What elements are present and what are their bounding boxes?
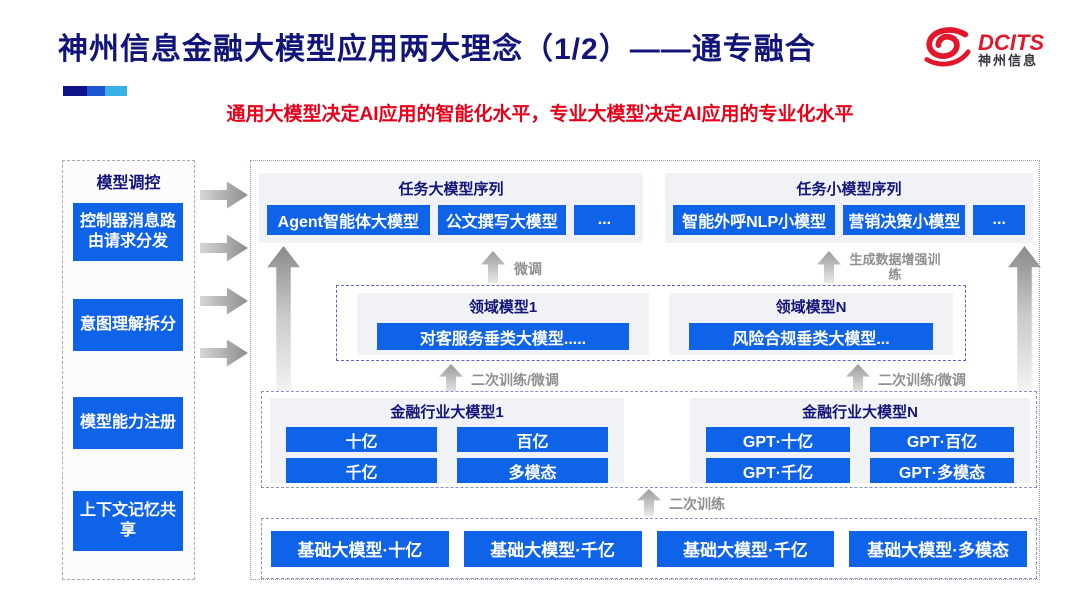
arrow-right-icon [200, 287, 248, 315]
arrow-right-icon [200, 181, 248, 209]
domain-model-container: 领域模型1 对客服务垂类大模型..... 领域模型N 风险合规垂类大模型... [336, 285, 966, 361]
model-chip: 公文撰写大模型 [437, 205, 566, 235]
model-chip-ellipsis: ... [573, 205, 635, 235]
model-chip: GPT·十亿 [706, 427, 850, 452]
arrow-right-icon [200, 339, 248, 367]
task-large-model-panel: 任务大模型序列 Agent智能体大模型 公文撰写大模型 ... [259, 173, 643, 243]
industry-model-container: 金融行业大模型1 十亿 百亿 千亿 多模态 金融行业大模型N GPT·十亿 GP… [261, 391, 1037, 488]
model-chip: 风险合规垂类大模型... [689, 323, 933, 350]
model-chip: 基础大模型·十亿 [271, 530, 449, 567]
arrow-up-icon [1008, 246, 1041, 398]
arrow-right-icon [200, 234, 248, 262]
sidebar-item-intent: 意图理解拆分 [73, 299, 183, 351]
arrow-up-icon [267, 246, 300, 398]
retrain-finetune-label: 二次训练/微调 [878, 372, 966, 388]
model-chip: GPT·多模态 [870, 458, 1014, 483]
model-chip: 基础大模型·多模态 [849, 530, 1027, 567]
finetune-label: 微调 [514, 261, 542, 277]
model-chip-ellipsis: ... [973, 205, 1025, 235]
model-chip: 十亿 [286, 427, 437, 452]
model-control-sidebar: 模型调控 控制器消息路由请求分发 意图理解拆分 模型能力注册 上下文记忆共享 [62, 160, 195, 580]
slide-subtitle: 通用大模型决定AI应用的智能化水平，专业大模型决定AI应用的专业化水平 [226, 104, 854, 125]
industry-model-1-panel: 金融行业大模型1 十亿 百亿 千亿 多模态 [270, 398, 624, 483]
panel-title: 任务小模型序列 [796, 181, 902, 198]
domain-model-1-panel: 领域模型1 对客服务垂类大模型..... [357, 293, 649, 355]
model-chip: 营销决策小模型 [843, 205, 966, 235]
task-small-model-panel: 任务小模型序列 智能外呼NLP小模型 营销决策小模型 ... [665, 173, 1033, 243]
model-chip: 多模态 [457, 458, 608, 483]
panel-title: 金融行业大模型N [802, 404, 918, 421]
model-chip: 对客服务垂类大模型..... [377, 323, 629, 350]
retrain-finetune-label: 二次训练/微调 [471, 372, 559, 388]
foundation-model-container: 基础大模型·十亿 基础大模型·千亿 基础大模型·千亿 基础大模型·多模态 [261, 518, 1037, 579]
model-chip: GPT·百亿 [870, 427, 1014, 452]
diagram-container: 任务大模型序列 Agent智能体大模型 公文撰写大模型 ... 任务小模型序列 … [250, 160, 1041, 580]
gen-train-label: 生成数据增强训练 [849, 252, 941, 282]
model-chip: 智能外呼NLP小模型 [673, 205, 836, 235]
page-title: 神州信息金融大模型应用两大理念（1/2）——通专融合 [58, 33, 816, 66]
sidebar-title: 模型调控 [96, 175, 161, 192]
model-chip: 百亿 [457, 427, 608, 452]
model-chip: 基础大模型·千亿 [463, 530, 642, 567]
domain-model-n-panel: 领域模型N 风险合规垂类大模型... [669, 293, 953, 355]
company-logo: DCITS 神州信息 [922, 20, 1062, 78]
dcits-swirl-icon [922, 24, 972, 75]
sidebar-item-context: 上下文记忆共享 [73, 491, 183, 551]
arrow-up-icon [439, 364, 463, 394]
arrow-up-icon [637, 489, 661, 516]
arrow-up-icon [846, 364, 870, 394]
arrow-up-icon [481, 251, 505, 283]
sidebar-item-router: 控制器消息路由请求分发 [73, 203, 183, 261]
panel-title: 任务大模型序列 [398, 181, 504, 198]
model-chip: 千亿 [286, 458, 437, 483]
arrow-up-icon [817, 251, 841, 283]
logo-subname: 神州信息 [978, 52, 1039, 68]
panel-title: 领域模型N [775, 299, 847, 316]
retrain-label: 二次训练 [669, 496, 725, 512]
model-chip: GPT·千亿 [706, 458, 850, 483]
industry-model-n-panel: 金融行业大模型N GPT·十亿 GPT·百亿 GPT·千亿 GPT·多模态 [690, 398, 1030, 483]
model-chip: Agent智能体大模型 [267, 205, 430, 235]
panel-title: 金融行业大模型1 [390, 404, 504, 421]
panel-title: 领域模型1 [468, 299, 538, 316]
model-chip: 基础大模型·千亿 [656, 530, 835, 567]
title-underline-bar [63, 86, 127, 96]
logo-name: DCITS [978, 29, 1044, 55]
sidebar-item-register: 模型能力注册 [73, 397, 183, 449]
